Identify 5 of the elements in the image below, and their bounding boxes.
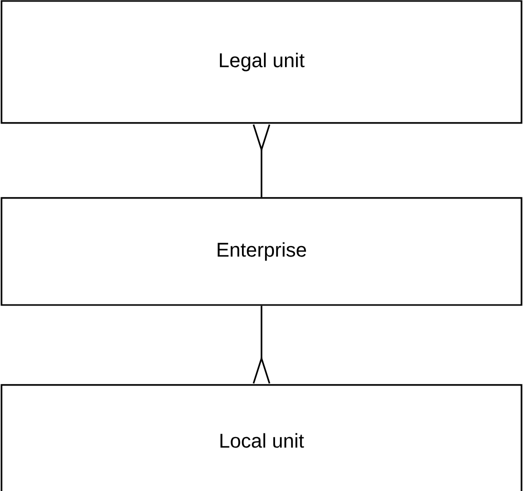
unit-box: Legal unit [0,0,522,124]
crows-foot-connector [252,306,270,384]
unit-box: Local unit [0,384,522,491]
unit-box: Enterprise [0,197,522,306]
crows-foot-connector [252,124,270,198]
